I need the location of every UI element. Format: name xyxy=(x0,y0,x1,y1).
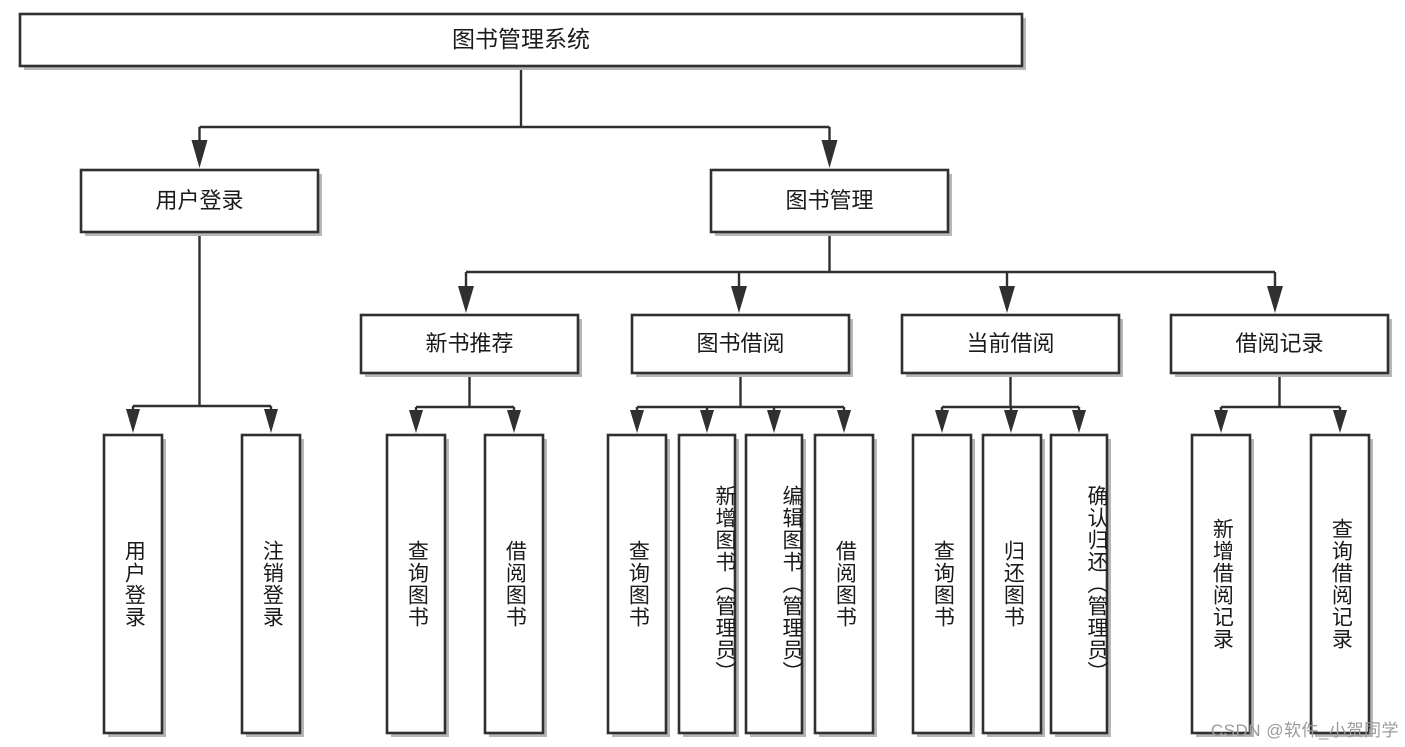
leaf-user-login-rect xyxy=(102,433,164,735)
node-new-book-rec-rect xyxy=(359,313,580,375)
arrow-head-leaf-add-book xyxy=(700,410,714,433)
leaf-edit-book-rect xyxy=(744,433,804,735)
arrow-head-leaf-return-book xyxy=(1004,410,1018,433)
leaf-add-book[interactable] xyxy=(677,433,739,737)
arrow-head-new-book-rec xyxy=(458,286,474,313)
leaf-query-book-2-rect xyxy=(606,433,668,735)
arrow-head-book-borrow xyxy=(731,286,747,313)
leaf-query-book-1-rect xyxy=(385,433,447,735)
leaf-add-book-rect xyxy=(677,433,737,735)
leaf-query-record-rect xyxy=(1309,433,1371,735)
node-new-book-rec-label: 新书推荐 xyxy=(425,331,513,356)
leaf-return-book[interactable] xyxy=(981,433,1045,737)
arrow-head-borrow-record xyxy=(1267,286,1283,313)
arrow-head-book-manage xyxy=(821,140,838,168)
leaf-borrow-book-1[interactable] xyxy=(483,433,547,737)
node-current-borrow-label: 当前借阅 xyxy=(966,331,1054,356)
leaf-add-record[interactable] xyxy=(1190,433,1254,737)
leaf-query-book-3[interactable] xyxy=(911,433,975,737)
leaf-confirm-return[interactable] xyxy=(1049,433,1111,737)
arrow-head-leaf-user-login xyxy=(126,409,140,433)
leaf-add-record-rect xyxy=(1190,433,1252,735)
leaf-edit-book[interactable] xyxy=(744,433,806,737)
leaf-confirm-return-rect xyxy=(1049,433,1109,735)
node-borrow-record-label: 借阅记录 xyxy=(1235,331,1323,356)
arrow-head-user-login xyxy=(191,140,208,168)
node-borrow-record-rect xyxy=(1169,313,1390,375)
leaf-query-record[interactable] xyxy=(1309,433,1373,737)
node-root[interactable]: 图书管理系统 xyxy=(18,12,1026,70)
arrow-head-leaf-query-book-1 xyxy=(409,410,423,433)
leaf-borrow-book-2-rect xyxy=(813,433,875,735)
node-book-manage-label: 图书管理 xyxy=(785,188,873,213)
arrow-head-leaf-query-record xyxy=(1333,410,1347,433)
leaf-borrow-book-2[interactable] xyxy=(813,433,877,737)
leaf-return-book-rect xyxy=(981,433,1043,735)
leaf-query-book-1[interactable] xyxy=(385,433,449,737)
node-current-borrow[interactable]: 当前借阅 xyxy=(900,313,1123,377)
node-book-borrow-rect xyxy=(630,313,851,375)
node-root-rect xyxy=(18,12,1024,68)
node-layer: 图书管理系统 用户登录 图书管理 新书推荐 xyxy=(18,12,1392,737)
leaf-borrow-book-1-rect xyxy=(483,433,545,735)
node-user-login-label: 用户登录 xyxy=(155,188,243,213)
arrow-head-leaf-borrow-book-1 xyxy=(507,410,521,433)
node-book-borrow-label: 图书借阅 xyxy=(696,331,784,356)
connector-layer xyxy=(126,66,1347,433)
leaf-logout[interactable] xyxy=(240,433,304,737)
node-current-borrow-rect xyxy=(900,313,1121,375)
node-user-login-rect xyxy=(79,168,320,234)
node-new-book-rec[interactable]: 新书推荐 xyxy=(359,313,582,377)
arrow-head-leaf-query-book-3 xyxy=(935,410,949,433)
node-user-login[interactable]: 用户登录 xyxy=(79,168,322,236)
node-book-manage-rect xyxy=(709,168,950,234)
node-root-label: 图书管理系统 xyxy=(452,26,590,52)
node-borrow-record[interactable]: 借阅记录 xyxy=(1169,313,1392,377)
arrow-head-leaf-edit-book xyxy=(767,410,781,433)
arrow-head-leaf-borrow-book-2 xyxy=(837,410,851,433)
leaf-query-book-2[interactable] xyxy=(606,433,670,737)
arrow-head-leaf-query-book-2 xyxy=(630,410,644,433)
leaf-query-book-3-rect xyxy=(911,433,973,735)
arrow-head-leaf-confirm-return xyxy=(1072,410,1086,433)
csdn-watermark: CSDN @软件_小贺同学 xyxy=(1210,721,1399,740)
node-book-manage[interactable]: 图书管理 xyxy=(709,168,952,236)
leaf-logout-rect xyxy=(240,433,302,735)
arrow-head-leaf-logout xyxy=(264,409,278,433)
arrow-head-leaf-add-record xyxy=(1214,410,1228,433)
arrow-head-current-borrow xyxy=(999,286,1015,313)
node-book-borrow[interactable]: 图书借阅 xyxy=(630,313,853,377)
leaf-user-login[interactable] xyxy=(102,433,166,737)
